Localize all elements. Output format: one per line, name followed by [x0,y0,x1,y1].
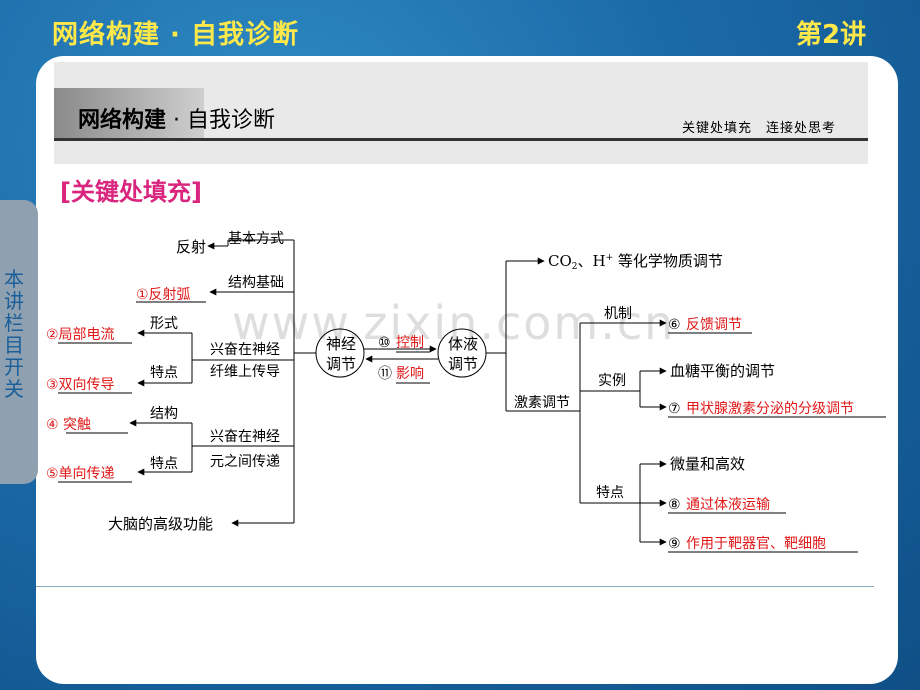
label-trace-efficient: 微量和高效 [670,455,745,473]
label-fiber-conduct-a: 兴奋在神经 [210,342,280,358]
answer-8-number: ⑧ [668,497,681,513]
section-toggle-tab[interactable] [0,200,38,484]
h-superscript: + [606,253,614,263]
label-neuron-transmit-b: 元之间传递 [210,454,280,470]
bottom-divider [36,586,874,587]
label-fiber-conduct-b: 纤维上传导 [210,364,280,380]
banner-title-rest: · 自我诊断 [166,108,275,133]
co2-subscript: 2 [572,262,578,272]
label-feature-3: 特点 [596,485,624,501]
section-toggle-label[interactable]: 本讲栏目开关 [4,267,24,401]
label-structural-basis: 结构基础 [228,274,284,291]
answer-10: 控制 [396,335,424,351]
co2-text: CO [548,252,572,270]
answer-11: 影响 [396,366,424,382]
node-neural-a: 神经 [326,335,356,353]
diagram-area [38,226,868,558]
label-form: 形式 [150,316,178,332]
answer-9-number: ⑨ [668,536,681,552]
answer-11-number: ⑪ [378,366,392,382]
label-chemical-regulation: CO2、H+ 等化学物质调节 [548,252,723,272]
chem-text: 等化学物质调节 [613,252,723,270]
banner-title-bold: 网络构建 [78,108,167,133]
label-blood-sugar: 血糖平衡的调节 [670,362,775,380]
answer-7-number: ⑦ [668,401,681,417]
connector-lines [58,239,886,553]
answer-9: 作用于靶器官、靶细胞 [686,536,826,552]
label-basic-mode: 基本方式 [228,230,284,247]
label-reflex: 反射 [176,238,206,256]
banner-subtitle: 关键处填充 连接处思考 [682,121,837,136]
header-title: 网络构建 · 自我诊断 [52,20,299,50]
label-example: 实例 [598,373,626,389]
answer-5: ⑤单向传递 [46,466,115,482]
node-neural-b: 调节 [326,355,356,373]
banner-title: 网络构建 · 自我诊断 [78,102,275,134]
answer-3: ③双向传导 [46,377,115,393]
answer-6-number: ⑥ [668,317,681,333]
answer-4: ④ 突触 [46,417,91,433]
label-hormone-regulation: 激素调节 [514,394,570,411]
answer-1: ①反射弧 [136,287,191,303]
label-feature-2: 特点 [150,456,178,472]
label-brain-function: 大脑的高级功能 [108,515,213,533]
answer-8: 通过体液运输 [686,497,770,513]
node-humoral-b: 调节 [448,355,478,373]
answer-6: 反馈调节 [686,317,742,333]
h-text: 、H [578,252,606,270]
label-mechanism: 机制 [604,306,632,322]
node-humoral-a: 体液 [448,335,478,353]
lecture-number: 第2讲 [796,20,867,50]
label-structure: 结构 [150,406,178,422]
section-heading: [关键处填充] [60,178,202,206]
banner-title-bg [54,88,204,138]
label-feature-1: 特点 [150,365,178,381]
answer-10-number: ⑩ [378,335,391,351]
answer-7: 甲状腺激素分泌的分级调节 [686,400,854,417]
banner-divider [54,138,868,141]
label-neuron-transmit-a: 兴奋在神经 [210,429,280,445]
answer-2: ②局部电流 [46,327,115,343]
